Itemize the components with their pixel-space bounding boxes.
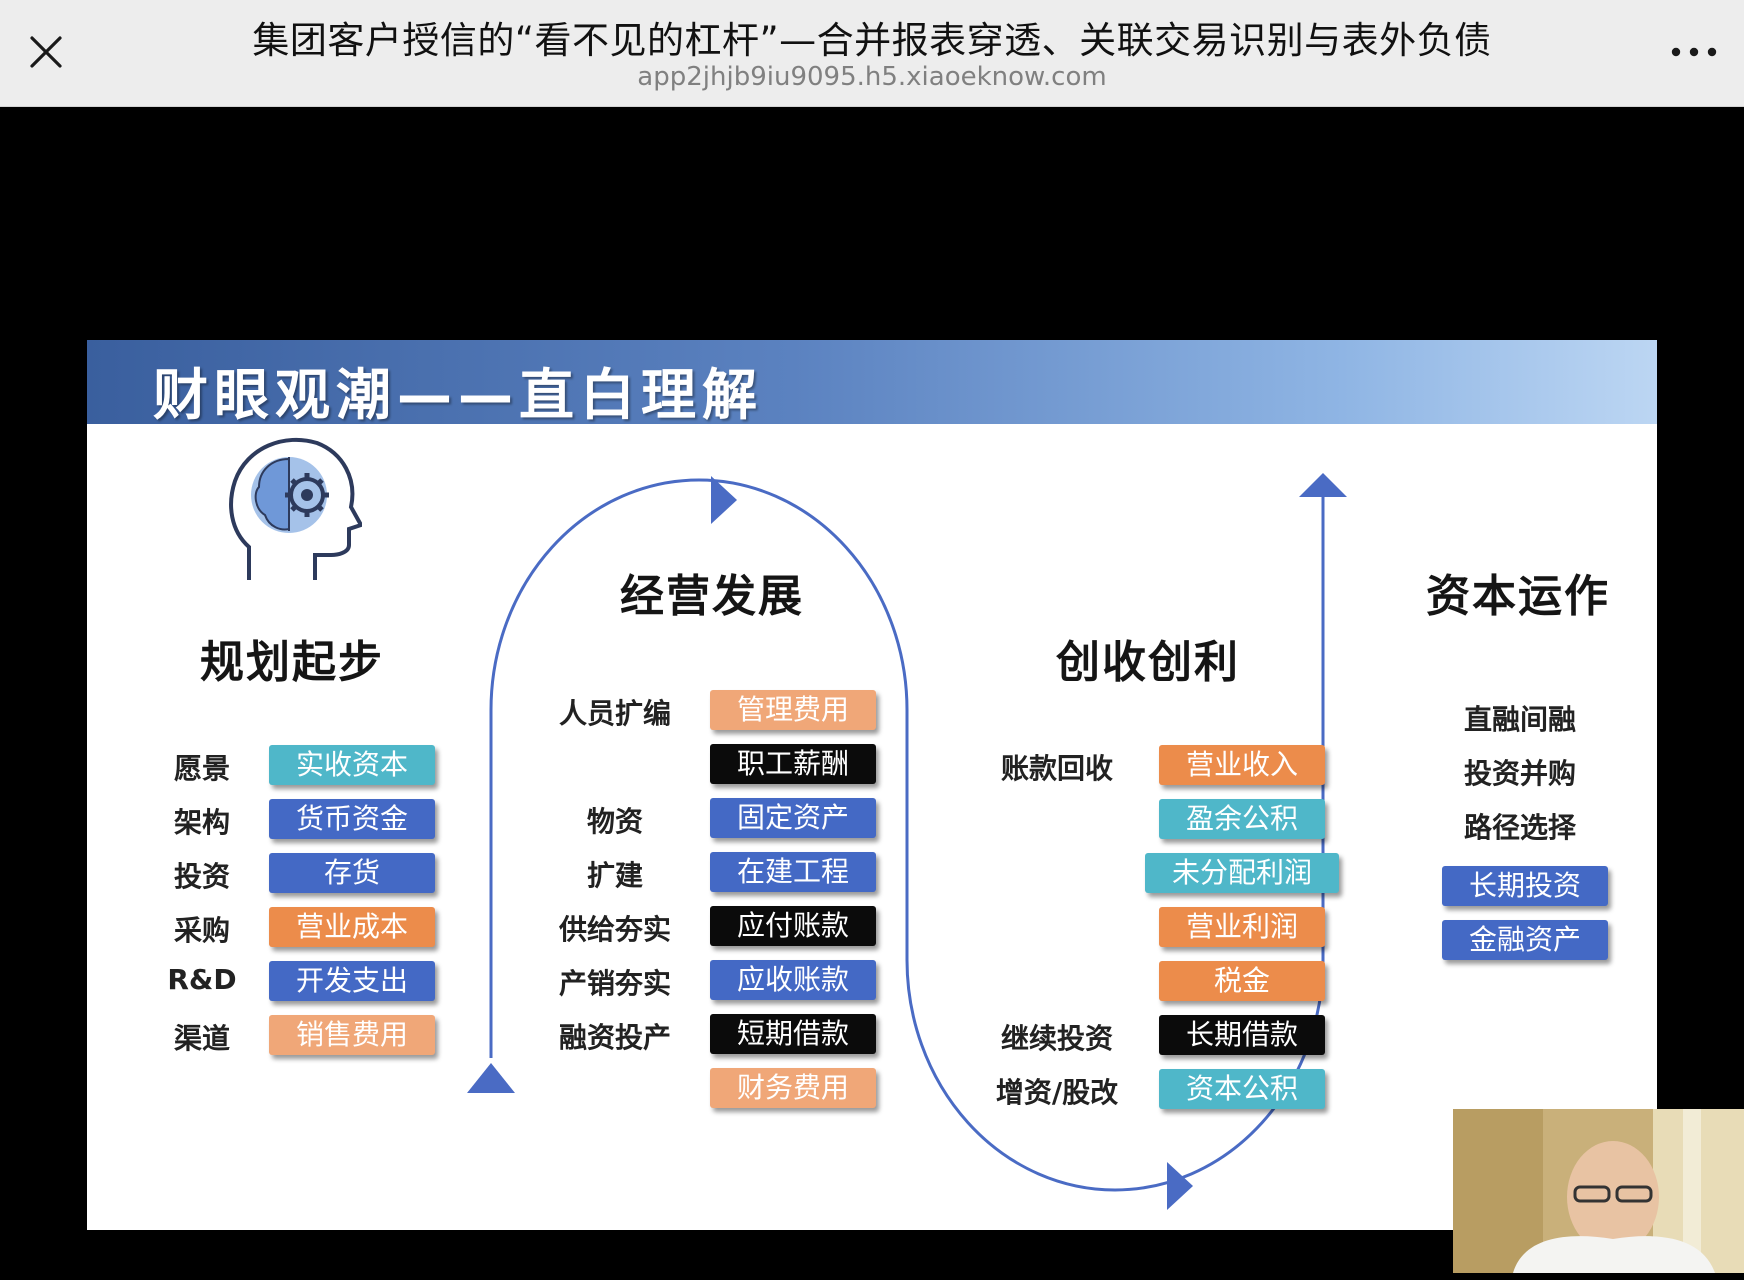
flow-path — [489, 478, 1325, 1192]
arrow-up-right — [1299, 473, 1347, 497]
plan-tag: 营业成本 — [269, 907, 435, 947]
brain-gear-head-icon — [229, 437, 362, 580]
profit-tag: 营业利润 — [1159, 907, 1325, 947]
profit-label: 继续投资 — [1000, 1022, 1113, 1055]
close-button[interactable] — [18, 18, 74, 84]
plan-label: 架构 — [173, 806, 230, 839]
profit-tag: 未分配利润 — [1145, 853, 1339, 893]
operate-label: 产销夯实 — [558, 967, 671, 1000]
operate-label: 物资 — [586, 805, 643, 838]
plan-label: 愿景 — [173, 752, 230, 785]
arrow-up-left — [467, 1063, 515, 1093]
slide-banner: 财眼观潮——直白理解 — [87, 340, 1657, 427]
presenter-image — [1453, 1109, 1744, 1273]
operate-tag: 应付账款 — [710, 906, 876, 946]
section-operate: 经营发展 — [620, 571, 804, 622]
page-title: 集团客户授信的“看不见的杠杆”—合并报表穿透、关联交易识别与表外负债 — [252, 19, 1492, 62]
lecture-slide: 财眼观潮——直白理解 规划起步 经营发展 创收创利 资本运作 愿景 实收资本 架… — [87, 340, 1657, 1230]
operate-tag: 应收账款 — [710, 960, 876, 1000]
operate-label: 供给夯实 — [558, 913, 671, 946]
profit-label: 账款回收 — [1000, 752, 1113, 785]
profit-tag: 长期借款 — [1159, 1015, 1325, 1055]
browser-top-bar: 集团客户授信的“看不见的杠杆”—合并报表穿透、关联交易识别与表外负债 app2j… — [0, 0, 1744, 107]
operate-tag: 管理费用 — [710, 690, 876, 730]
profit-tag: 营业收入 — [1159, 745, 1325, 785]
arrow-right-top — [711, 476, 737, 524]
profit-label: 增资/股改 — [995, 1076, 1119, 1109]
operate-tag: 短期借款 — [710, 1014, 876, 1054]
operate-tag: 在建工程 — [710, 852, 876, 892]
operate-label: 融资投产 — [558, 1021, 671, 1054]
flow-arrows — [467, 473, 1347, 1210]
section-profit: 创收创利 — [1056, 637, 1240, 688]
capital-item: 路径选择 — [1463, 811, 1576, 844]
plan-tag: 开发支出 — [269, 961, 435, 1001]
capital-tag: 金融资产 — [1442, 920, 1608, 960]
plan-tag: 存货 — [269, 853, 435, 893]
slide-title: 财眼观潮——直白理解 — [153, 363, 764, 427]
plan-label: 渠道 — [173, 1022, 230, 1055]
capital-item: 直融间融 — [1463, 703, 1576, 736]
plan-tag: 货币资金 — [269, 799, 435, 839]
profit-tag: 税金 — [1159, 961, 1325, 1001]
plan-tag: 实收资本 — [269, 745, 435, 785]
capital-item: 投资并购 — [1463, 757, 1576, 790]
profit-tag: 盈余公积 — [1159, 799, 1325, 839]
more-options-button[interactable] — [1662, 28, 1726, 74]
operate-label: 人员扩编 — [558, 697, 671, 730]
arrow-right-bottom — [1167, 1162, 1193, 1210]
page-url: app2jhjb9iu9095.h5.xiaoeknow.com — [637, 62, 1107, 92]
operate-label: 扩建 — [586, 859, 643, 892]
plan-label: 采购 — [173, 914, 230, 947]
capital-tag: 长期投资 — [1442, 866, 1608, 906]
plan-tag: 销售费用 — [269, 1015, 435, 1055]
operate-tag: 职工薪酬 — [710, 744, 876, 784]
profit-tag: 资本公积 — [1159, 1069, 1325, 1109]
operate-tag: 固定资产 — [710, 798, 876, 838]
operate-tag: 财务费用 — [710, 1068, 876, 1108]
section-plan: 规划起步 — [200, 637, 384, 688]
plan-label: 投资 — [173, 860, 230, 893]
presenter-video-thumbnail[interactable] — [1453, 1109, 1744, 1273]
close-icon — [30, 36, 62, 68]
section-capital: 资本运作 — [1426, 571, 1610, 622]
plan-label: R&D — [167, 963, 237, 996]
more-dots-icon — [1671, 47, 1717, 57]
